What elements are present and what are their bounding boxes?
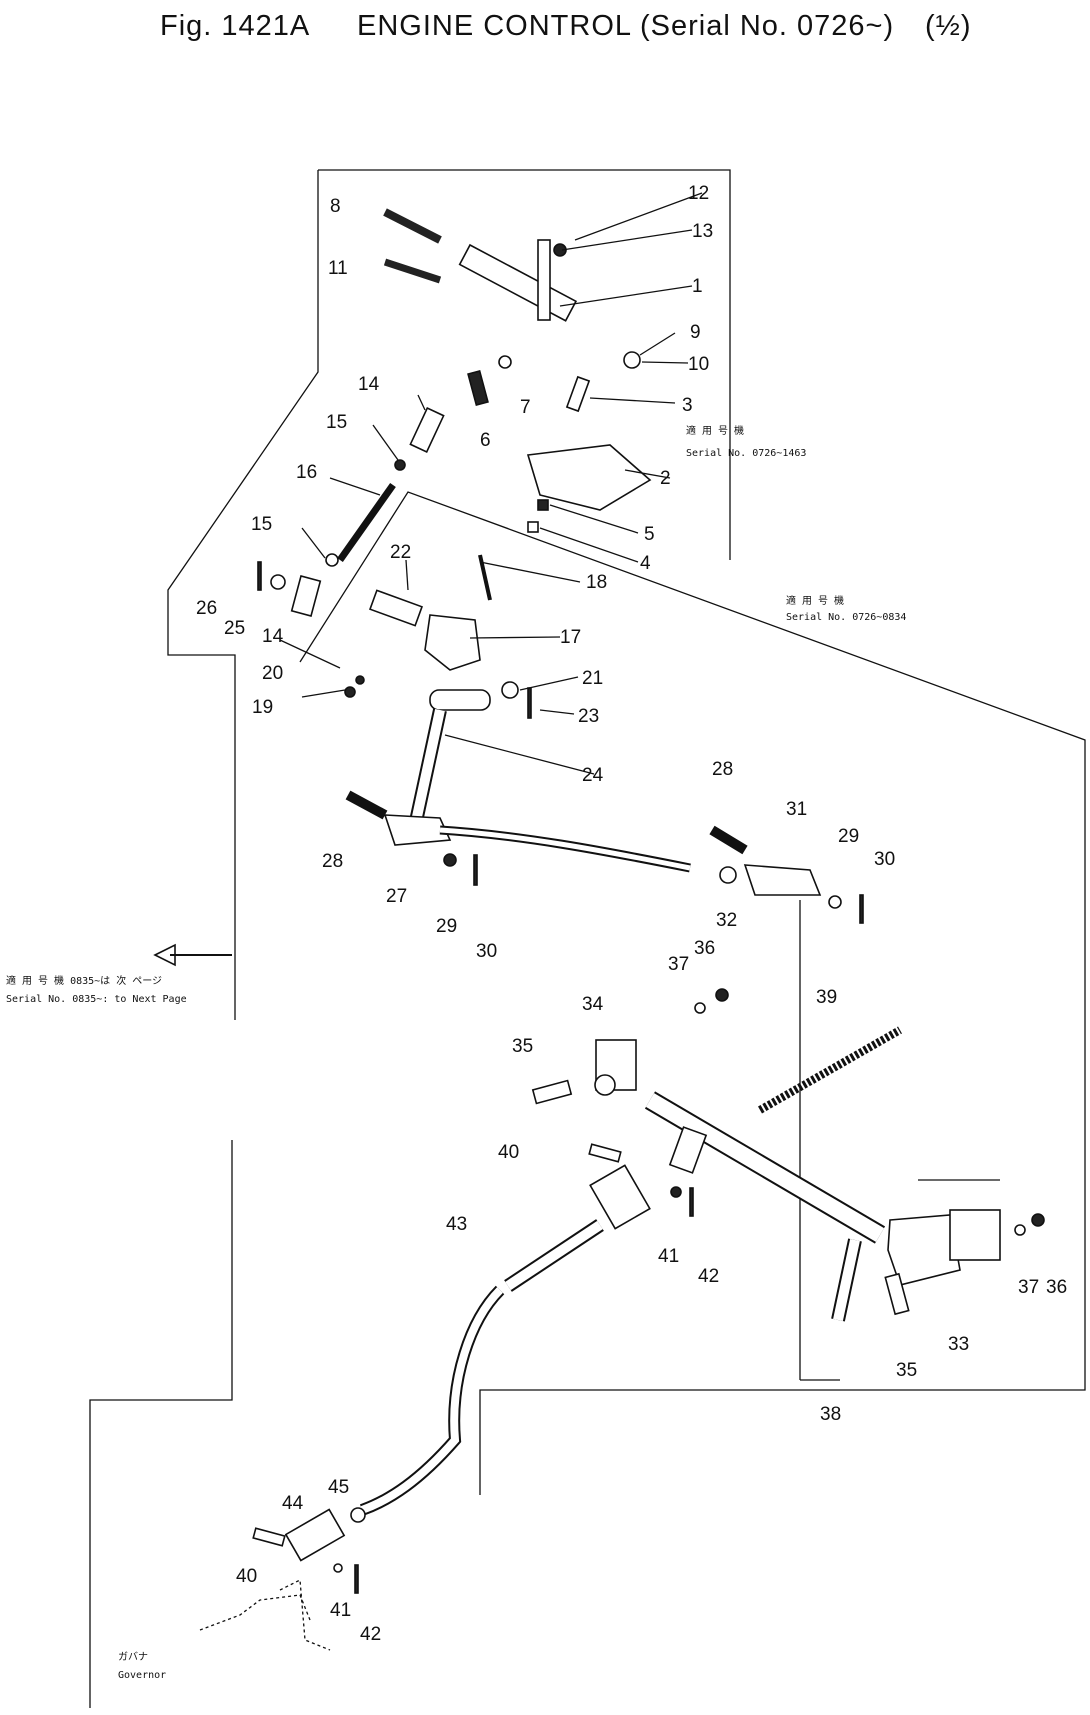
callout-18: 18 bbox=[586, 572, 607, 593]
callout-42b: 42 bbox=[360, 1624, 381, 1645]
callout-28a: 28 bbox=[712, 759, 733, 780]
callout-32: 32 bbox=[716, 910, 737, 931]
frame-outline-top bbox=[318, 169, 731, 560]
callout-36a: 36 bbox=[694, 938, 715, 959]
callout-30b: 30 bbox=[476, 941, 497, 962]
note-jp-b: 適 用 号 機 bbox=[786, 594, 844, 607]
middle-bracket-assembly bbox=[344, 554, 532, 842]
frame-outline-inner bbox=[299, 491, 1086, 1030]
callout-40b: 40 bbox=[236, 1566, 257, 1587]
callout-26: 26 bbox=[196, 598, 217, 619]
callout-22: 22 bbox=[390, 542, 411, 563]
callout-14a: 14 bbox=[358, 374, 380, 395]
serial-notes: 適 用 号 機 Serial No. 0726~1463 適 用 号 機 Ser… bbox=[6, 424, 906, 1681]
callout-40a: 40 bbox=[498, 1142, 519, 1163]
next-page-note: Serial No. 0835~: to Next Page bbox=[6, 994, 187, 1005]
callout-31: 31 bbox=[786, 799, 807, 820]
callout-3: 3 bbox=[682, 395, 693, 416]
callout-15a: 15 bbox=[326, 412, 347, 433]
callout-17: 17 bbox=[560, 627, 581, 648]
frame-outline-lower bbox=[89, 1140, 233, 1708]
callout-7: 7 bbox=[520, 397, 531, 418]
governor-linkage bbox=[199, 1143, 694, 1651]
callout-15b: 15 bbox=[251, 514, 272, 535]
linkage-rod-upper bbox=[257, 407, 445, 617]
title-bar: Fig. 1421A ENGINE CONTROL (Serial No. 07… bbox=[0, 0, 1090, 56]
serial-range: (Serial No. 0726~) bbox=[640, 10, 895, 42]
callout-19: 19 bbox=[252, 697, 273, 718]
governor-label: Governor bbox=[118, 1670, 166, 1681]
callout-10: 10 bbox=[688, 354, 709, 375]
lower-shaft-assembly bbox=[531, 988, 1045, 1322]
callout-34: 34 bbox=[582, 994, 604, 1015]
frame-outline-bottom bbox=[479, 1030, 1086, 1495]
next-page-arrow bbox=[153, 943, 232, 967]
callout-4: 4 bbox=[640, 553, 651, 574]
callout-36b: 36 bbox=[1046, 1277, 1067, 1298]
callout-5: 5 bbox=[644, 524, 655, 545]
callout-20: 20 bbox=[262, 663, 283, 684]
callout-41b: 41 bbox=[330, 1600, 351, 1621]
callout-labels: 12 13 1 8 11 9 10 3 7 6 2 5 4 14 15 16 1… bbox=[196, 183, 1067, 1645]
callout-28b: 28 bbox=[322, 851, 343, 872]
callout-24: 24 bbox=[582, 765, 604, 786]
upper-lever-assembly bbox=[383, 208, 652, 533]
callout-1: 1 bbox=[692, 276, 703, 297]
callout-35a: 35 bbox=[512, 1036, 533, 1057]
callout-16: 16 bbox=[296, 462, 317, 483]
callout-44: 44 bbox=[282, 1493, 304, 1514]
callout-27: 27 bbox=[386, 886, 407, 907]
callout-12: 12 bbox=[688, 183, 709, 204]
callout-37b: 37 bbox=[1018, 1277, 1039, 1298]
callout-30a: 30 bbox=[874, 849, 895, 870]
figure-number: Fig. 1421A bbox=[160, 10, 311, 42]
callout-29a: 29 bbox=[838, 826, 859, 847]
callout-23: 23 bbox=[578, 706, 599, 727]
callout-6: 6 bbox=[480, 430, 491, 451]
callout-38: 38 bbox=[820, 1404, 841, 1425]
callout-13: 13 bbox=[692, 221, 713, 242]
callout-45: 45 bbox=[328, 1477, 349, 1498]
note-jp-governor: ガバナ bbox=[118, 1651, 148, 1663]
callout-41a: 41 bbox=[658, 1246, 679, 1267]
callout-14b: 14 bbox=[262, 626, 284, 647]
callout-11: 11 bbox=[328, 258, 348, 279]
serial-note-a: Serial No. 0726~1463 bbox=[686, 448, 806, 459]
callout-21: 21 bbox=[582, 668, 603, 689]
callout-42a: 42 bbox=[698, 1266, 719, 1287]
callout-2: 2 bbox=[660, 468, 671, 489]
callout-33: 33 bbox=[948, 1334, 969, 1355]
callout-8: 8 bbox=[330, 196, 341, 217]
page-fraction: (½) bbox=[925, 10, 972, 42]
leader-lines bbox=[279, 192, 703, 775]
horizontal-control-rod bbox=[345, 790, 864, 1381]
callout-29b: 29 bbox=[436, 916, 457, 937]
callout-43: 43 bbox=[446, 1214, 467, 1235]
callout-39: 39 bbox=[816, 987, 837, 1008]
frame-outline-left bbox=[167, 170, 319, 1020]
callout-25: 25 bbox=[224, 618, 245, 639]
callout-9: 9 bbox=[690, 322, 701, 343]
figure-title: ENGINE CONTROL bbox=[357, 10, 633, 42]
serial-note-b: Serial No. 0726~0834 bbox=[786, 612, 906, 623]
note-jp-next: 適 用 号 機 0835~は 次 ページ bbox=[6, 974, 162, 987]
callout-35b: 35 bbox=[896, 1360, 917, 1381]
callout-37a: 37 bbox=[668, 954, 689, 975]
note-jp-a: 適 用 号 機 bbox=[686, 424, 744, 437]
